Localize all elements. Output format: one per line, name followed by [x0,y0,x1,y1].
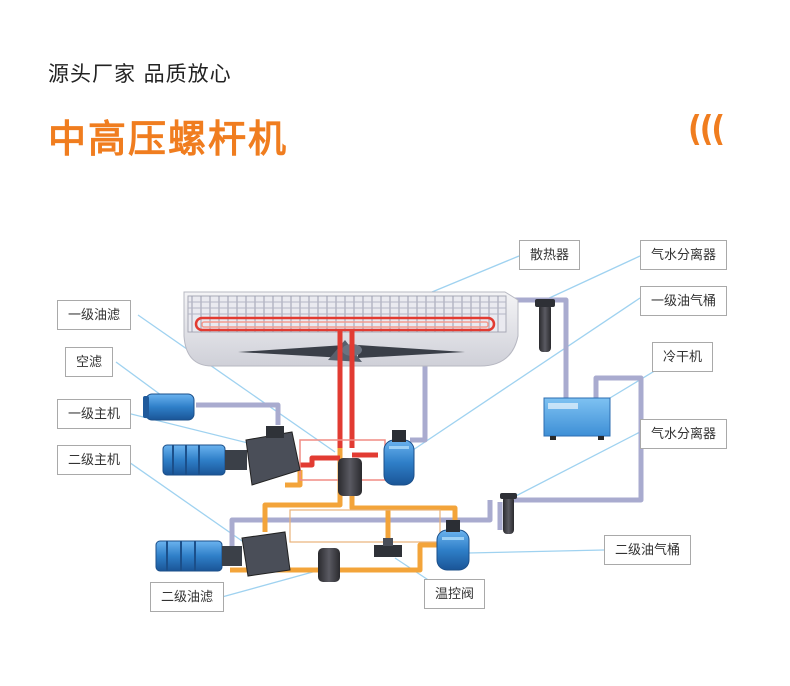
water-separator-mid [500,493,517,534]
decoration-arcs: ((( [688,109,725,150]
oil-filter-2 [318,548,340,582]
water-separator-top [535,299,555,352]
air-filter [143,393,195,421]
leader-lines [115,255,677,598]
oil-pipe-thin [289,509,441,543]
main-unit-2 [155,531,291,577]
heating-loops [194,316,496,332]
tagline: 源头厂家 品质放心 [48,62,232,86]
label-oil-gas-tank-1: 一级油气桶 [640,286,728,316]
oil-filter-1 [338,458,362,496]
oil-gas-tank-1 [383,430,415,486]
label-oil-gas-tank-2: 二级油气桶 [604,535,692,565]
label-oil-filter-1: 一级油滤 [57,300,132,330]
oil-gas-tank-2 [436,520,470,571]
label-water-separator-mid: 气水分离器 [640,419,728,449]
radiator-tubes [188,301,506,315]
label-main-unit-1: 一级主机 [57,399,132,429]
label-thermo-valve: 温控阀 [424,579,486,609]
label-radiator: 散热器 [519,240,581,270]
label-main-unit-2: 二级主机 [57,445,132,475]
main-unit-1 [162,426,301,486]
hot-pipes [300,330,378,468]
label-water-separator-top: 气水分离器 [640,240,728,270]
label-dryer: 冷干机 [652,342,714,372]
page-title: 中高压螺杆机 [48,117,289,161]
dryer [543,397,611,440]
label-oil-filter-2: 二级油滤 [150,582,225,612]
thermo-valve [374,538,402,557]
label-air-filter: 空滤 [65,347,114,377]
